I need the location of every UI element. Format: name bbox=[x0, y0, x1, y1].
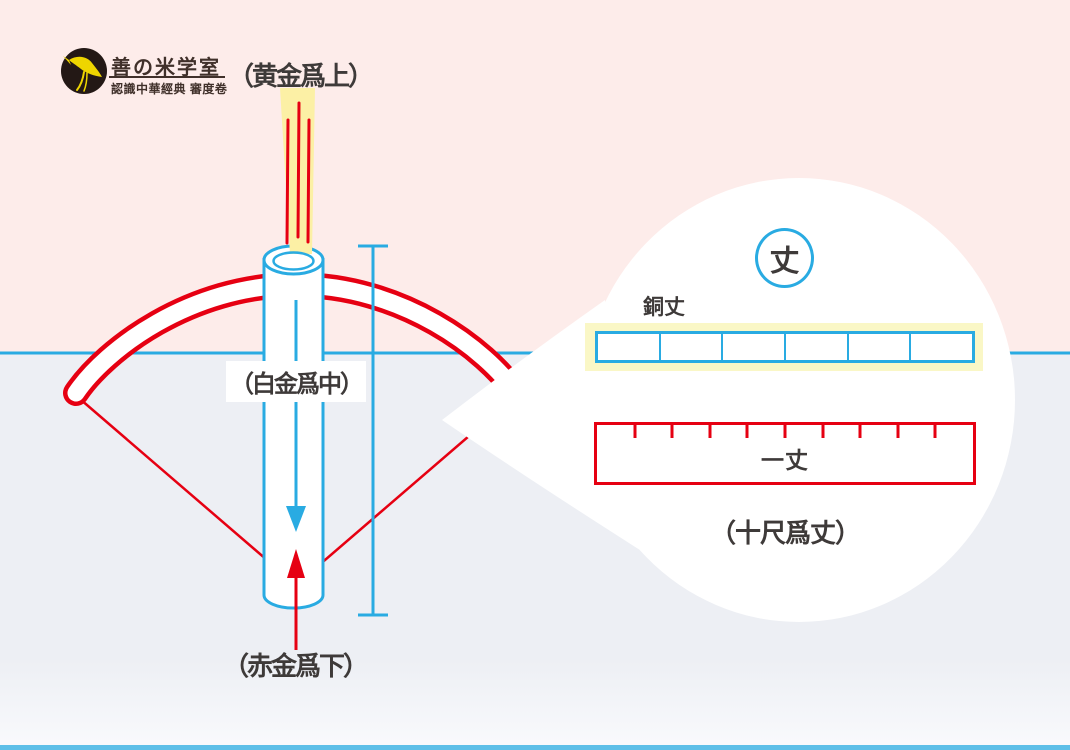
beam-rays bbox=[285, 101, 311, 245]
up-arrow bbox=[287, 549, 305, 650]
bronze-ruler bbox=[595, 331, 975, 363]
bottom-strip bbox=[0, 745, 1070, 750]
bronze-ruler-cell bbox=[661, 334, 724, 360]
cylinder-rim bbox=[272, 251, 315, 271]
red-ruler-tick bbox=[670, 425, 674, 438]
bronze-ruler-cell bbox=[786, 334, 849, 360]
label-gold-top: （黄金爲上） bbox=[228, 61, 374, 91]
unit-badge: 丈 bbox=[755, 228, 814, 288]
red-ruler-tick bbox=[783, 425, 787, 438]
bronze-ruler-cell bbox=[598, 334, 661, 360]
red-ruler-tick bbox=[708, 425, 712, 438]
golden-beam bbox=[280, 88, 315, 254]
bronze-ruler-cell bbox=[911, 334, 972, 360]
red-ruler: 一丈 bbox=[594, 422, 976, 485]
label-red-bottom: （赤金爲下） bbox=[223, 651, 369, 681]
caption: （十尺爲丈） bbox=[709, 518, 861, 548]
brand-title: 善の米学室 bbox=[111, 55, 221, 79]
red-ruler-label: 一丈 bbox=[761, 447, 809, 473]
bronze-ruler-label: 銅丈 bbox=[643, 296, 685, 319]
label-white-middle: （白金爲中） bbox=[226, 361, 366, 402]
bronze-ruler-cell bbox=[849, 334, 912, 360]
brand-subtitle: 認識中華經典 審度卷 bbox=[111, 82, 228, 96]
callout-bubble bbox=[442, 178, 1015, 622]
red-ruler-tick bbox=[933, 425, 937, 438]
logo bbox=[61, 48, 107, 94]
red-ruler-tick bbox=[633, 425, 637, 438]
red-ruler-tick bbox=[821, 425, 825, 438]
red-ruler-tick bbox=[858, 425, 862, 438]
plumb-cylinder bbox=[262, 244, 325, 610]
down-arrow bbox=[286, 300, 306, 532]
red-ruler-tick bbox=[745, 425, 749, 438]
bird-icon bbox=[63, 56, 102, 92]
red-ruler-tick bbox=[896, 425, 900, 438]
bronze-ruler-cell bbox=[723, 334, 787, 360]
dimension-line bbox=[358, 244, 388, 617]
brand-underline bbox=[109, 76, 225, 78]
